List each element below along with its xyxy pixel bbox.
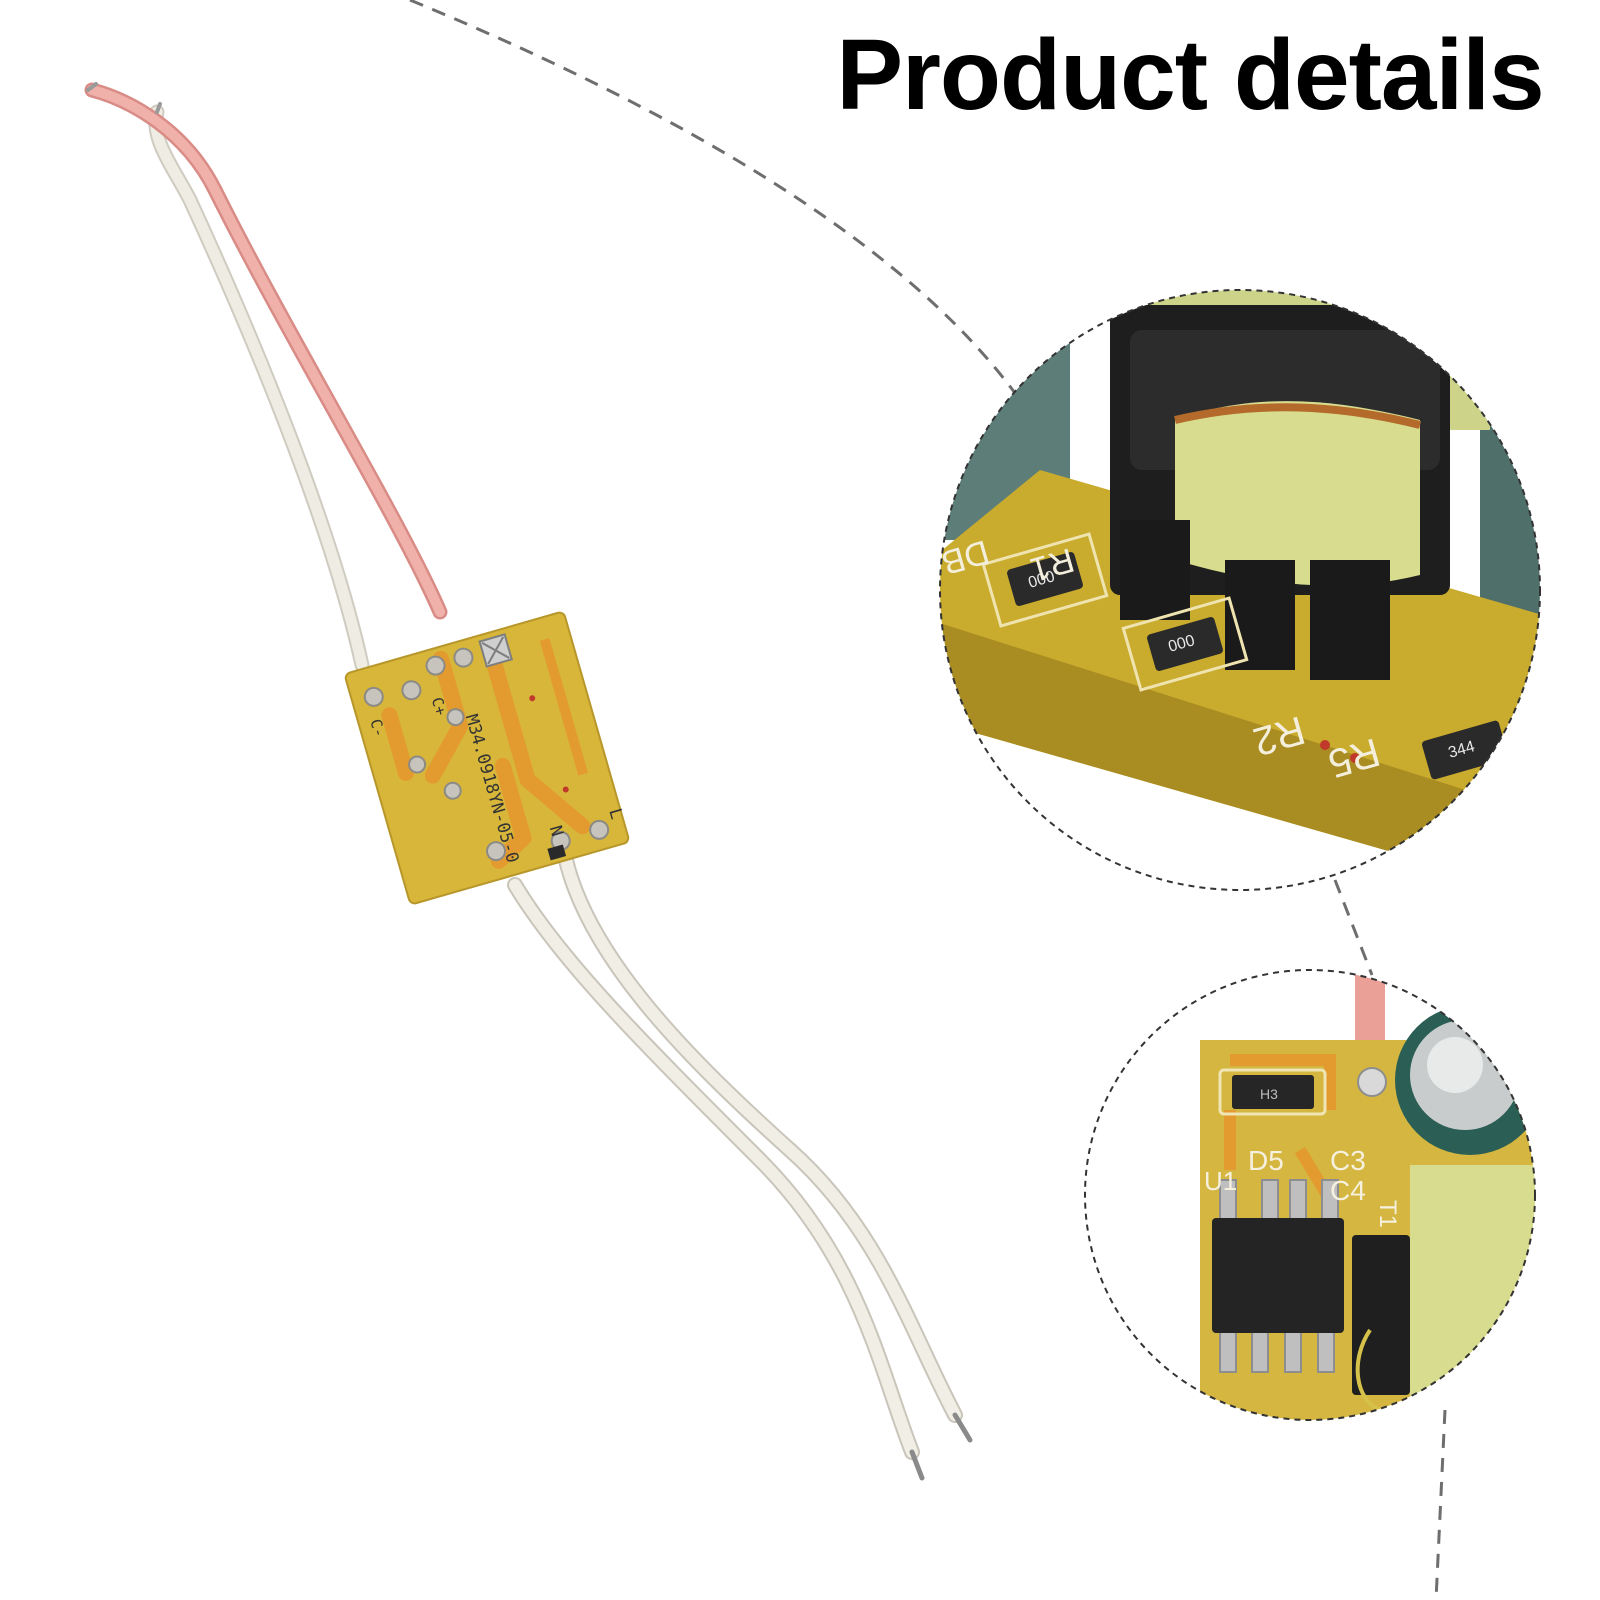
resistor-marking-1: 000 (1026, 568, 1056, 592)
label-d5: D5 (1248, 1145, 1284, 1176)
label-t1: T1 (1374, 1200, 1401, 1228)
page-title: Product details (836, 19, 1544, 131)
pad-label-minus: C- (366, 717, 388, 739)
resistor-marking-2: 000 (1166, 632, 1196, 656)
diode-marking: H3 (1260, 1086, 1278, 1102)
connector-line-middle (1333, 879, 1374, 976)
label-u1: U1 (1204, 1166, 1237, 1196)
zoom-circle-bottom: H3 D5 C3 C4 (1084, 969, 1536, 1421)
label-c3: C3 (1330, 1145, 1366, 1176)
dashed-connector-lines (409, 0, 1447, 1600)
pad-label-plus: C+ (428, 695, 450, 717)
connector-line-bottom (1434, 1409, 1447, 1600)
input-wires (84, 82, 973, 1481)
zoom-circle-top: 000 000 344 DB1 R1 R2 R5 (939, 289, 1541, 891)
driver-pcb: M34.0918YN-05-0 C+ C- N L (344, 611, 630, 905)
label-c4: C4 (1330, 1175, 1366, 1206)
connector-arc-top (409, 0, 1022, 401)
resistor-marking-3: 344 (1446, 738, 1476, 762)
